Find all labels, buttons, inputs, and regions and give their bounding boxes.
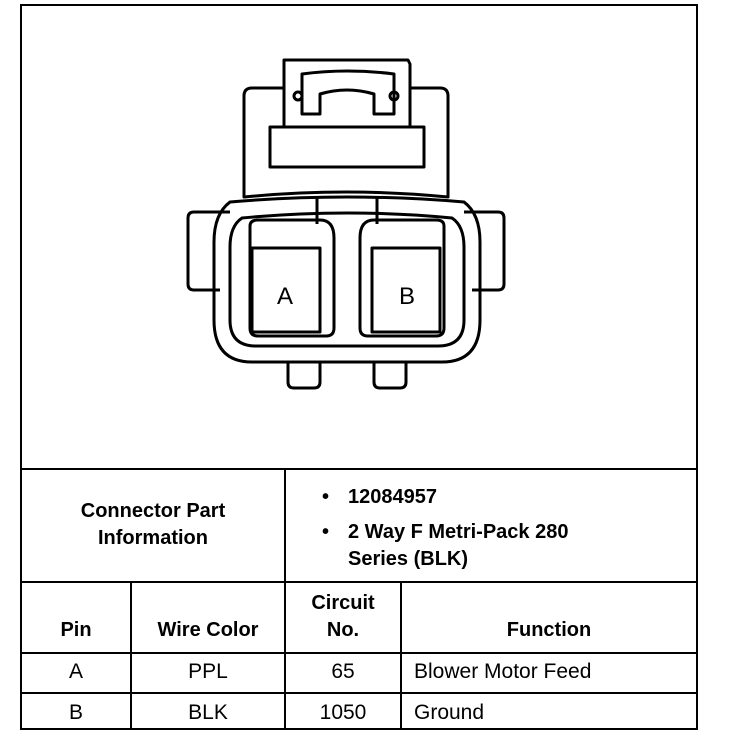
bullet-icon: • xyxy=(322,521,330,543)
cavity-a xyxy=(250,246,322,334)
right-tab xyxy=(464,210,506,292)
part-info-label: Connector Part Information xyxy=(22,498,284,552)
bullet-icon: • xyxy=(322,486,330,508)
connector-drawing: A B xyxy=(186,58,506,390)
header-circuit-no: Circuit No. xyxy=(286,590,400,644)
cavity-a-label: A xyxy=(277,283,293,310)
cavity-a-housing xyxy=(248,218,336,338)
latch-pin-left xyxy=(292,90,304,102)
row-a-circuit: 65 xyxy=(331,660,355,683)
row-b-wire-color: BLK xyxy=(188,701,228,724)
upper-body xyxy=(242,86,450,199)
row-b-function: Ground xyxy=(414,701,485,724)
cavity-b-label: B xyxy=(399,283,415,310)
row-b-pin: B xyxy=(68,701,83,724)
header-function: Function xyxy=(506,619,592,641)
part-number-item: • 12084957 xyxy=(322,484,692,511)
part-description-line2: Series (BLK) xyxy=(348,548,469,570)
main-body-inner xyxy=(228,211,466,348)
header-wire-color: Wire Color xyxy=(157,619,259,641)
row-b-circuit: 1050 xyxy=(319,701,367,724)
part-info-label-line2: Information xyxy=(98,527,208,549)
latch-bar xyxy=(300,69,396,116)
cavity-b xyxy=(370,246,442,334)
main-body xyxy=(212,195,482,364)
header-circuit-line2: No. xyxy=(326,619,360,641)
header-circuit-line1: Circuit xyxy=(311,592,375,614)
part-number: 12084957 xyxy=(348,486,437,508)
left-tab xyxy=(186,210,230,292)
latch-pin-right xyxy=(388,90,400,102)
cavity-b-housing xyxy=(358,218,446,338)
part-info-label-line1: Connector Part xyxy=(80,500,226,522)
foot-right xyxy=(372,362,408,390)
row-a-pin: A xyxy=(68,660,83,683)
part-info-items: • 12084957 • 2 Way F Metri-Pack 280 Seri… xyxy=(322,484,692,573)
foot-left xyxy=(286,362,322,390)
part-description-item: • 2 Way F Metri-Pack 280 Series (BLK) xyxy=(322,519,692,573)
connector-diagram-frame: A B Connector Part Information • 1208495… xyxy=(20,4,698,730)
header-pin: Pin xyxy=(60,619,92,641)
part-description-line1: 2 Way F Metri-Pack 280 xyxy=(348,521,569,543)
row-a-wire-color: PPL xyxy=(188,660,228,683)
row-a-function: Blower Motor Feed xyxy=(414,660,592,683)
